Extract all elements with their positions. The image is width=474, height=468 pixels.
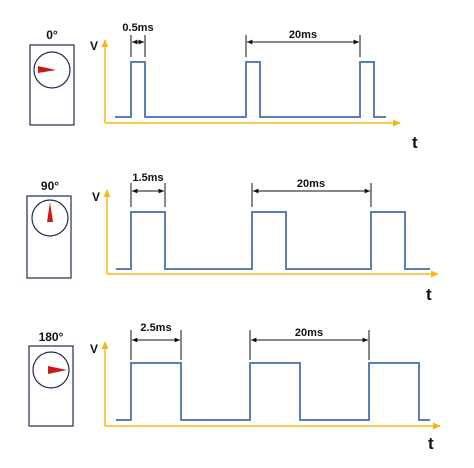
x-axis-label: t	[428, 434, 434, 453]
needle-icon	[47, 202, 53, 222]
period-label: 20ms	[289, 29, 317, 41]
panel-180deg: 180° V t 2.5ms 20ms	[28, 322, 441, 453]
pulse-width-label: 2.5ms	[140, 322, 171, 334]
pwm-signal	[116, 211, 430, 270]
servo-dial	[33, 51, 71, 89]
servo-body	[26, 195, 72, 279]
servo-icon	[26, 195, 72, 279]
y-axis-label: V	[90, 39, 98, 53]
servo-icon	[28, 345, 74, 427]
servo-icon	[29, 44, 75, 126]
panel-90deg: 90° V t 1.5ms 20ms	[26, 172, 439, 304]
pulse-width-label: 1.5ms	[132, 172, 163, 184]
y-axis-label: V	[92, 190, 100, 204]
angle-label: 0°	[46, 28, 58, 42]
period-label: 20ms	[295, 327, 323, 339]
needle-icon	[48, 366, 67, 374]
angle-label: 90°	[41, 179, 59, 193]
servo-dial	[31, 199, 69, 237]
servo-body	[28, 345, 74, 427]
pwm-signal	[116, 362, 430, 421]
servo-dial	[32, 351, 70, 389]
x-axis-label: t	[426, 285, 432, 304]
x-axis-label: t	[412, 133, 418, 152]
angle-label: 180°	[39, 330, 64, 344]
servo-body	[29, 44, 75, 126]
needle-icon	[38, 66, 56, 73]
period-label: 20ms	[297, 178, 325, 190]
pulse-width-label: 0.5ms	[122, 22, 153, 34]
pwm-signal	[115, 61, 386, 118]
panel-0deg: 0° V t 0.5ms 20ms	[29, 22, 418, 152]
y-axis-label: V	[90, 342, 98, 356]
